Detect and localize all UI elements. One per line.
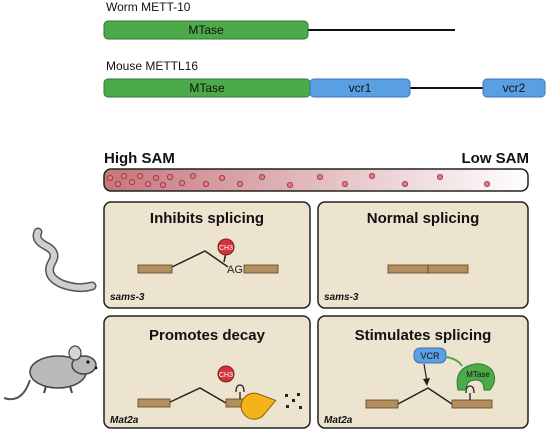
vcr-domain-icon	[413, 347, 447, 364]
vcr-arrowhead	[423, 378, 430, 386]
exon-right	[243, 264, 279, 274]
degraded-fragment	[286, 405, 289, 408]
sam-molecule-dot	[436, 173, 443, 180]
sam-molecule-dot	[159, 181, 166, 188]
mouse-vcr2-label: vcr2	[503, 81, 526, 95]
worm-protein-label: Worm METT-10	[106, 0, 191, 14]
methyl-group-icon	[217, 238, 235, 256]
exon-left	[137, 264, 173, 274]
decay-exon-left	[137, 398, 171, 408]
degraded-fragment	[299, 406, 302, 409]
panel-normal-title: Normal splicing	[367, 210, 480, 227]
sam-molecule-dot	[152, 174, 159, 181]
low-sam-label: Low SAM	[462, 150, 530, 167]
sam-molecule-dot	[189, 172, 196, 179]
mouse-protein: Mouse METTL16 MTase vcr1 vcr2	[103, 59, 546, 98]
sam-molecule-dot	[286, 181, 293, 188]
panel-inhibits-bg	[103, 201, 311, 309]
sam-gradient-bar	[103, 168, 529, 192]
vcr-linker	[445, 356, 463, 367]
stim-mtase-label: MTase	[466, 370, 490, 379]
mettl16-mtase-icon	[456, 363, 496, 391]
panel-inhibits-splicing: Inhibits splicing CH3 AG sams-3	[103, 201, 311, 309]
exonuclease-icon	[240, 392, 277, 420]
worm-icon	[32, 227, 97, 293]
sam-molecule-dot	[178, 179, 185, 186]
spliced-exon-left	[387, 264, 429, 274]
sam-molecule-dot	[316, 173, 323, 180]
sam-molecule-dot	[401, 180, 408, 187]
decay-methyl-label: CH3	[219, 372, 233, 379]
sam-molecule-dot	[144, 180, 151, 187]
panel-stimulates-splicing: Stimulates splicing MTase VCR Mat2a	[317, 315, 529, 429]
panel-decay-title: Promotes decay	[149, 327, 266, 344]
mouse-icon	[3, 345, 98, 401]
degraded-fragment	[292, 399, 295, 402]
stim-vcr-label: VCR	[420, 351, 440, 361]
panel-normal-gene: sams-3	[324, 292, 359, 303]
mouse-vcr2-domain	[482, 78, 546, 98]
sam-molecule-dot	[368, 172, 375, 179]
panel-inhibits-title: Inhibits splicing	[150, 210, 264, 227]
panel-promotes-decay: Promotes decay CH3 Mat2a	[103, 315, 311, 429]
mouse-mtase-label: MTase	[189, 81, 225, 95]
sam-molecule-dot	[341, 180, 348, 187]
degraded-fragment	[285, 394, 288, 397]
panel-decay-gene: Mat2a	[110, 415, 139, 426]
panel-normal-bg	[317, 201, 529, 309]
sam-molecule-dot	[258, 173, 265, 180]
rna-hairpin	[235, 384, 245, 399]
spliced-exon-right	[427, 264, 469, 274]
stim-exon-left	[365, 399, 399, 409]
mouse-vcr1-domain	[309, 78, 411, 98]
worm-mtase-label: MTase	[188, 23, 224, 37]
worm-protein: Worm METT-10 MTase	[103, 0, 455, 40]
sam-molecule-dot	[202, 180, 209, 187]
sam-molecule-dot	[483, 180, 490, 187]
panel-stimulates-gene: Mat2a	[324, 415, 353, 426]
sam-dots	[107, 172, 490, 188]
sam-molecule-dot	[136, 172, 143, 179]
intron-line	[171, 250, 229, 268]
degraded-fragment	[297, 393, 300, 396]
sam-molecule-dot	[107, 174, 114, 181]
mouse-protein-label: Mouse METTL16	[106, 59, 198, 73]
decay-intron-line	[167, 387, 227, 404]
sam-molecule-dot	[218, 174, 225, 181]
stim-intron-line	[397, 387, 453, 405]
sam-molecule-dot	[121, 172, 128, 179]
high-sam-label: High SAM	[104, 150, 175, 167]
sam-molecule-dot	[236, 180, 243, 187]
splice-site-label: AG	[227, 264, 243, 276]
panel-stimulates-title: Stimulates splicing	[355, 327, 492, 344]
panel-normal-splicing: Normal splicing sams-3	[317, 201, 529, 309]
mouse-vcr1-label: vcr1	[349, 81, 372, 95]
methyl-label: CH3	[219, 245, 233, 252]
panel-inhibits-gene: sams-3	[110, 292, 145, 303]
sam-molecule-dot	[128, 178, 135, 185]
worm-mtase-domain	[103, 20, 309, 40]
sam-molecule-dot	[115, 180, 122, 187]
sam-molecule-dot	[166, 173, 173, 180]
decay-methyl-icon	[217, 365, 235, 383]
stim-exon-right	[451, 399, 493, 409]
